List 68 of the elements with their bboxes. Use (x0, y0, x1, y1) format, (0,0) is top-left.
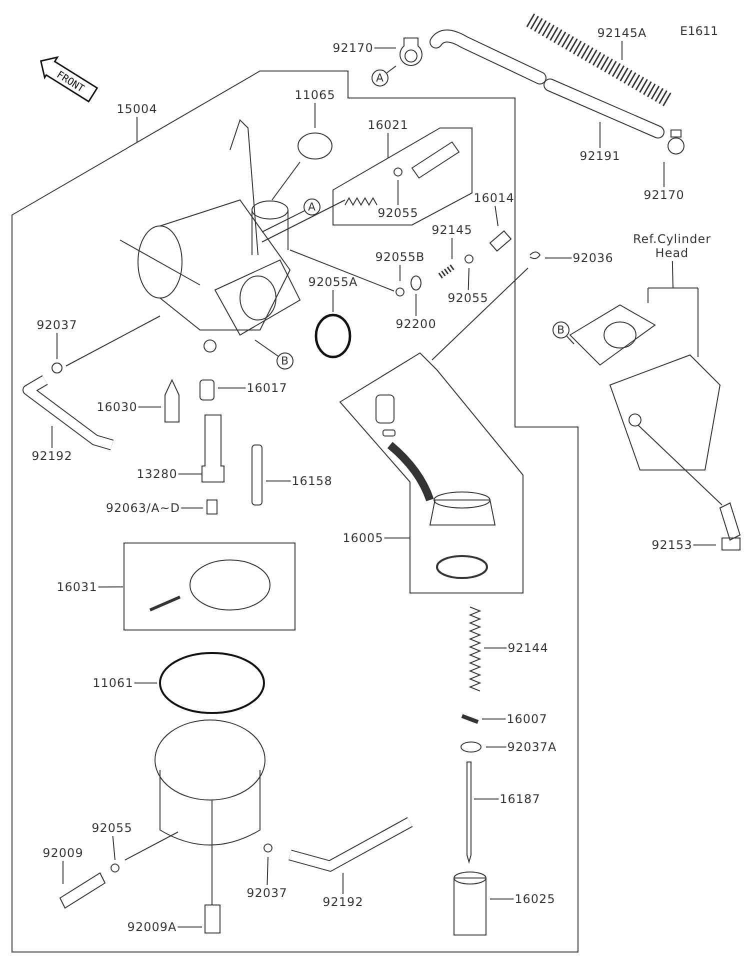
leader-line (494, 206, 498, 226)
leader-line (314, 102, 316, 128)
leader-line (332, 290, 334, 312)
part-number: 92191 (580, 149, 620, 163)
part-number: 92145A (597, 26, 647, 40)
part-number: 92200 (396, 317, 436, 331)
part-number: 92170 (332, 41, 374, 55)
leader-line (474, 798, 500, 800)
leader-line (486, 746, 507, 748)
reference-circle: B (552, 322, 570, 338)
leader-line (262, 210, 305, 232)
part-number: 92192 (322, 895, 364, 909)
part-number: 11061 (92, 676, 134, 690)
leader-line (177, 926, 202, 928)
assembly-frame (124, 542, 296, 630)
part-number: 92063/A~D (106, 501, 180, 515)
reference-circle: A (304, 198, 320, 216)
part-number: 92144 (508, 641, 548, 655)
leader-line (692, 544, 716, 546)
leader-line (482, 718, 506, 720)
leader-line (648, 260, 698, 358)
reference-circle: A (372, 70, 388, 86)
part-number: 16031 (56, 580, 98, 594)
part-number: 92055B (375, 250, 425, 264)
part-number: 92037A (507, 740, 557, 754)
part-number: 15004 (116, 102, 158, 116)
part-number: 92036 (572, 251, 614, 265)
part-number: 92055 (92, 821, 132, 835)
leader-line (266, 480, 292, 482)
part-number: 92192 (32, 449, 72, 463)
part-number: 13280 (136, 467, 178, 481)
part-number: 16007 (506, 712, 548, 726)
leader-line (342, 872, 344, 894)
leader-line (266, 856, 268, 886)
part-number: 92170 (644, 188, 684, 202)
leader-line (56, 332, 58, 360)
leader-line (468, 268, 470, 290)
part-number: 16005 (342, 531, 384, 545)
leader-line (134, 682, 158, 684)
part-number: 16187 (500, 792, 540, 806)
part-number: 92009 (42, 846, 84, 860)
part-number: 16025 (514, 892, 556, 906)
leader-line (62, 860, 64, 884)
part-number: 16021 (368, 118, 408, 132)
drawing-code: E1611 (680, 24, 718, 38)
part-number: 92055 (378, 206, 418, 220)
part-number: 92037 (36, 318, 78, 332)
part-number: 92055 (448, 291, 488, 305)
leader-line (136, 116, 138, 142)
part-number: 92055A (308, 275, 358, 289)
part-number: 16030 (96, 400, 138, 414)
reference-circle: B (276, 352, 294, 370)
part-number: 92009A (127, 920, 177, 934)
leader-line (386, 66, 396, 74)
reference-note: Ref.Cylinder Head (627, 232, 717, 260)
part-number: 16158 (292, 474, 332, 488)
part-number: 92145 (432, 223, 472, 237)
part-number: 92153 (652, 538, 692, 552)
leader-line (490, 898, 514, 900)
leader-line (138, 406, 162, 408)
leader-line (254, 340, 278, 357)
part-number: 16014 (474, 191, 514, 205)
leader-line (566, 336, 574, 344)
leader-line (98, 586, 124, 588)
part-number: 11065 (294, 88, 336, 102)
part-number: 16017 (246, 381, 288, 395)
leader-line (112, 836, 116, 860)
part-number: 92037 (246, 886, 288, 900)
